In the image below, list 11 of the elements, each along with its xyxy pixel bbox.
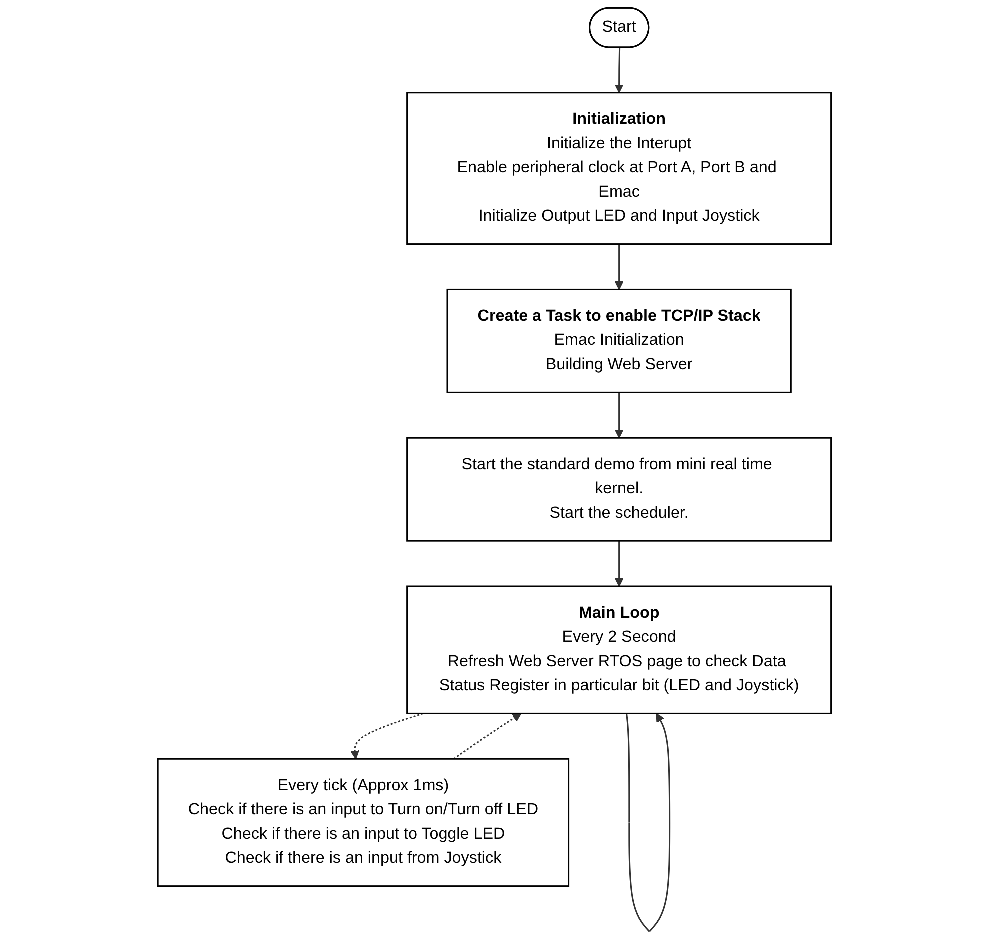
node-box (406, 586, 832, 714)
node-box (447, 288, 792, 394)
arrow (615, 244, 624, 290)
flowchart: Start Initialization Initialize the Interupt Enable peripheral clock at Port A, Port B and Emac Initialize Output LED and Input Joystick Create a Task to enable TCP/IP Stack Emac Initialization Building Web Server Start the standard demo from mini real time kernel. Start the scheduler. Main Loop Every 2 Second Refresh Web Server RTOS page to check Data Status Register in particular bit (LED and Joystick) Every tick (Approx 1ms) Check if there is an input to Turn on/Turn off LED Check if there is an input to Toggle LED Check if there is an input from Joystick (150, 0, 840, 940)
arrow (615, 541, 624, 587)
arrow (454, 713, 522, 760)
node-box (406, 92, 832, 246)
arrow (615, 392, 624, 439)
node-box (158, 758, 570, 888)
node-box (406, 437, 832, 542)
arrow (615, 48, 624, 94)
